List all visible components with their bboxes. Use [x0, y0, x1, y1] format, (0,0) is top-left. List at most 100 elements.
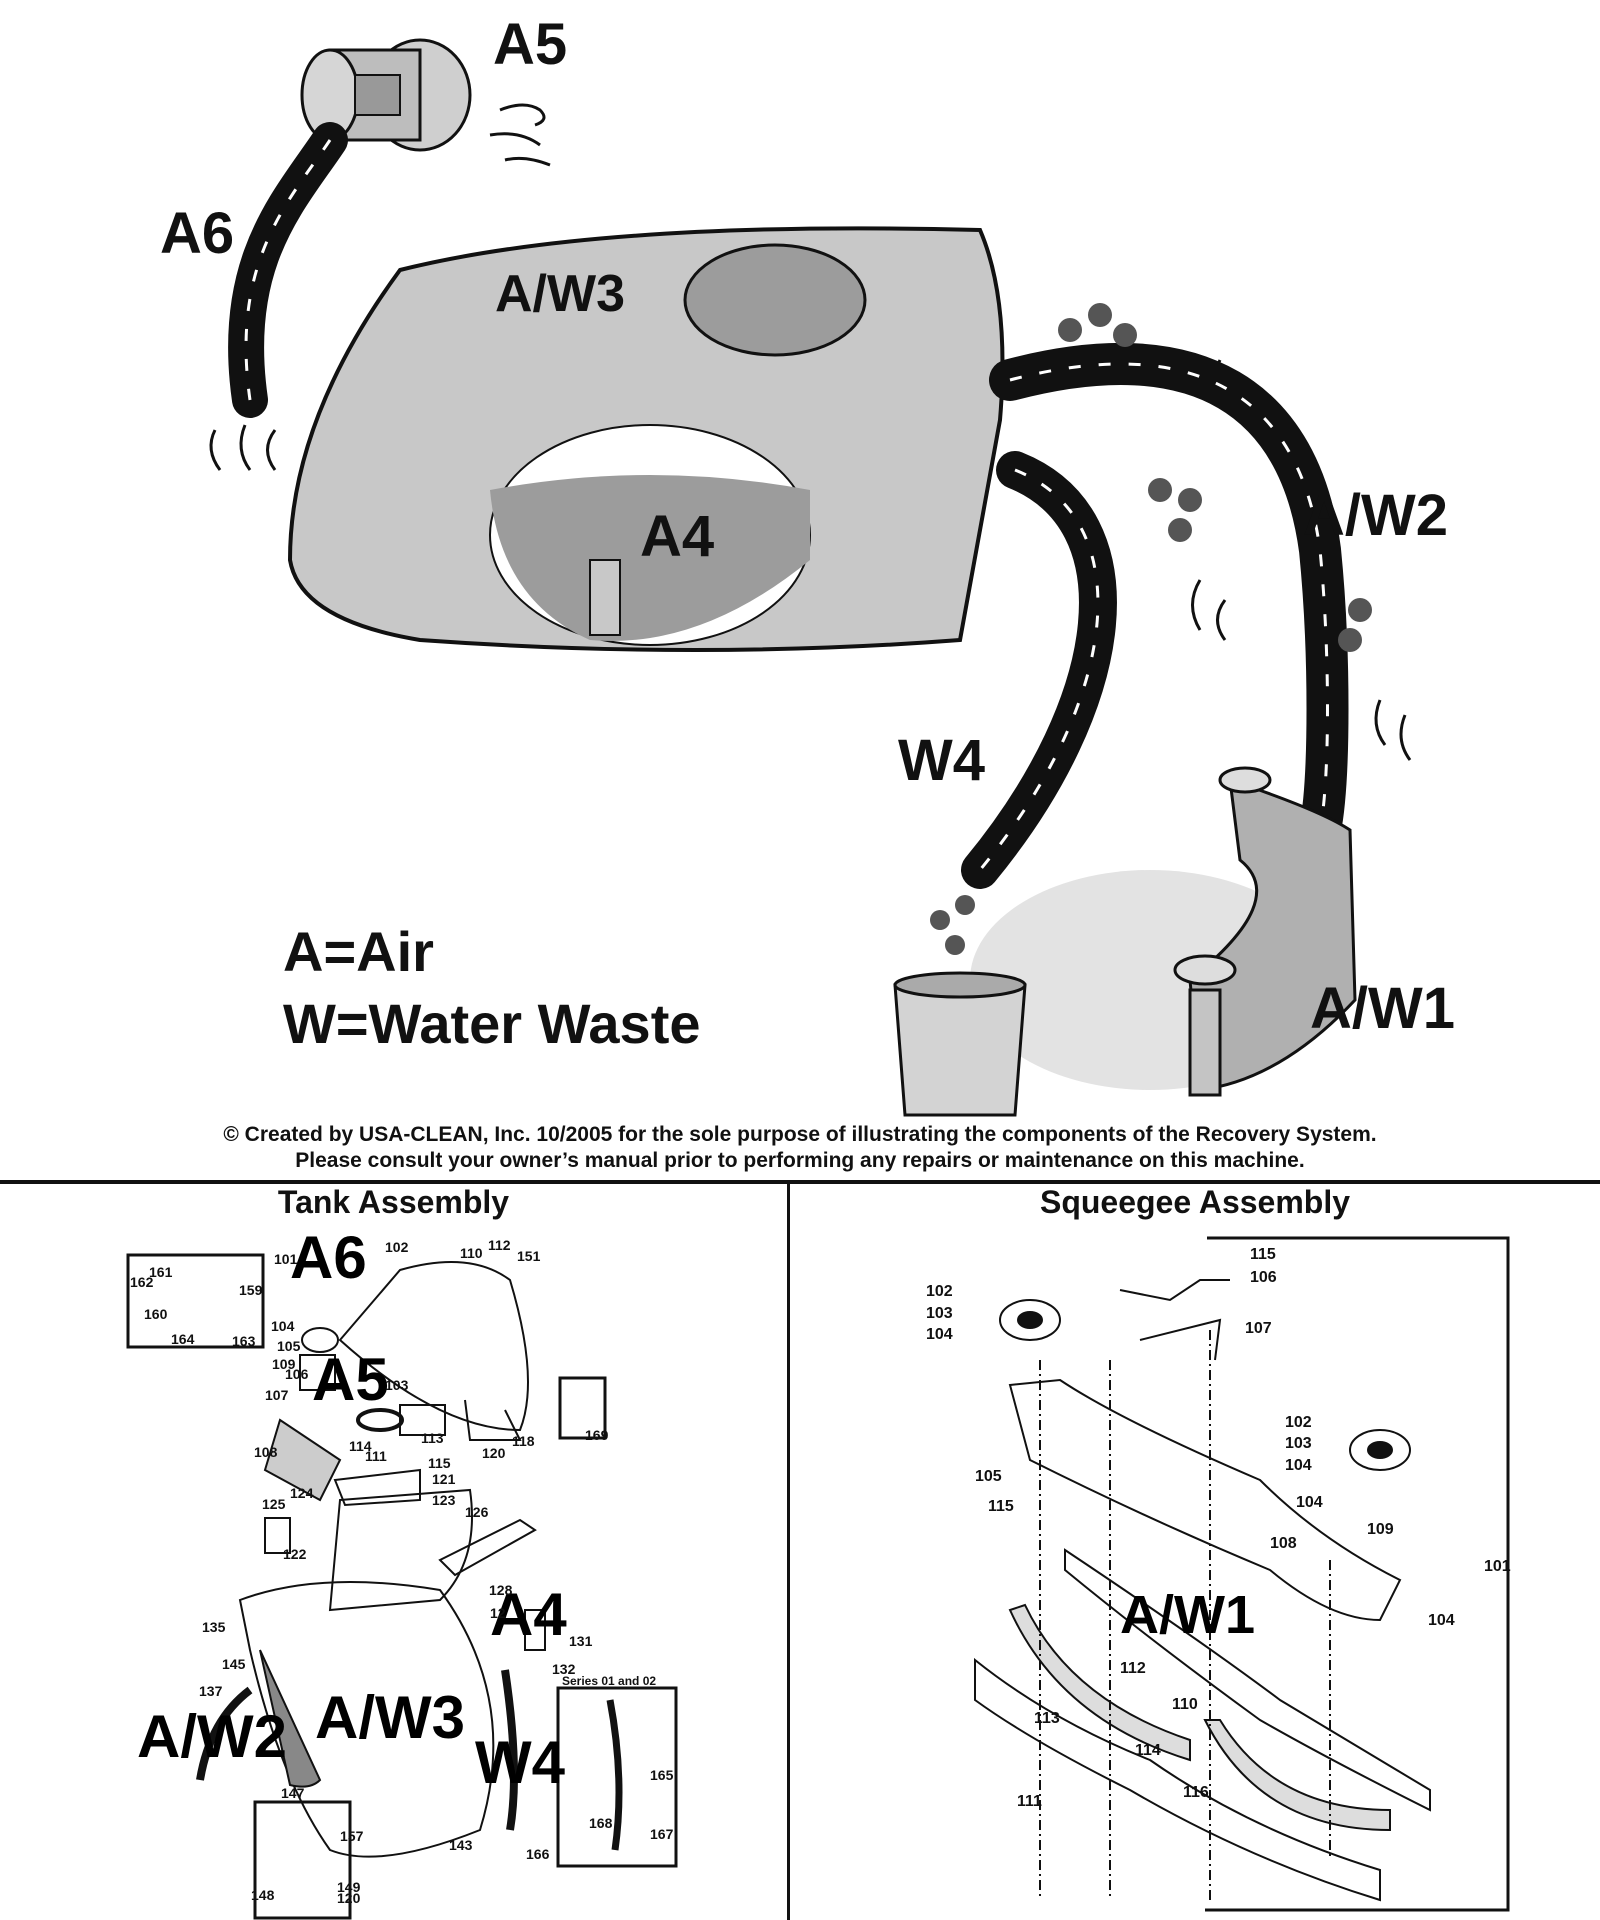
- part-103-left: 103: [926, 1305, 953, 1322]
- part-113: 113: [421, 1430, 444, 1446]
- credit-line-1: © Created by USA-CLEAN, Inc. 10/2005 for…: [223, 1123, 1377, 1146]
- part-166: 166: [526, 1846, 550, 1862]
- part-114: 114: [349, 1438, 372, 1454]
- part-120: 120: [482, 1445, 506, 1461]
- part-123: 123: [432, 1492, 456, 1508]
- part-131: 131: [569, 1633, 593, 1649]
- overlay-label-a6: A6: [290, 1224, 367, 1291]
- part-164: 164: [171, 1331, 195, 1347]
- overlay-label-a4: A4: [490, 1581, 567, 1648]
- part-103-right: 103: [1285, 1435, 1312, 1452]
- part-125: 125: [262, 1496, 286, 1512]
- part-124: 124: [290, 1485, 314, 1501]
- part-108: 108: [254, 1444, 278, 1460]
- label-aw1: A/W1: [1310, 976, 1455, 1041]
- part-116: 116: [1183, 1784, 1209, 1801]
- part-115: 115: [428, 1455, 451, 1471]
- part-129: 12: [490, 1605, 506, 1621]
- credit-line-2: Please consult your owner’s manual prior…: [295, 1149, 1305, 1172]
- part-102-right: 102: [1285, 1414, 1312, 1431]
- recovery-tank-drawing: [287, 226, 1005, 652]
- part-103: 103: [385, 1377, 409, 1393]
- part-109: 109: [1367, 1521, 1394, 1538]
- part-111: 111: [1017, 1793, 1042, 1810]
- part-169: 169: [585, 1427, 609, 1443]
- overlay-label-aw1: A/W1: [1120, 1585, 1255, 1645]
- part-118: 118: [512, 1433, 535, 1449]
- part-106: 106: [285, 1366, 309, 1382]
- overlay-label-w4: W4: [475, 1729, 565, 1796]
- part-157: 157: [340, 1828, 364, 1844]
- part-147: 147: [281, 1785, 305, 1801]
- overlay-label-aw2: A/W2: [137, 1703, 287, 1770]
- illustration-artwork: [209, 38, 1412, 1117]
- part-104: 104: [271, 1318, 295, 1334]
- part-102-left: 102: [926, 1283, 953, 1300]
- legend-air: A=Air: [283, 920, 434, 983]
- part-126: 126: [465, 1504, 489, 1520]
- part-165: 165: [650, 1767, 674, 1783]
- part-145: 145: [222, 1656, 246, 1672]
- overlay-label-aw3: A/W3: [315, 1684, 465, 1751]
- part-121: 121: [432, 1471, 456, 1487]
- part-122: 122: [283, 1546, 307, 1562]
- label-w4: W4: [898, 728, 985, 793]
- part-137: 137: [199, 1683, 223, 1699]
- part-105: 105: [975, 1468, 1002, 1485]
- part-115-top: 115: [1250, 1246, 1276, 1263]
- tank-assembly-title: Tank Assembly: [277, 1184, 510, 1220]
- legend-water: W=Water Waste: [283, 992, 701, 1055]
- part-106: 106: [1250, 1269, 1277, 1286]
- part-163: 163: [232, 1333, 256, 1349]
- part-111: 111: [365, 1448, 387, 1464]
- label-aw2: A/W2: [1303, 483, 1448, 548]
- vacuum-motor-drawing: [300, 38, 472, 152]
- part-148: 148: [251, 1887, 275, 1903]
- part-112: 112: [1120, 1660, 1146, 1677]
- part-102: 102: [385, 1239, 409, 1255]
- part-120-inset: 120: [337, 1890, 361, 1906]
- part-110: 110: [1172, 1696, 1198, 1713]
- part-101: 101: [1484, 1558, 1511, 1575]
- part-105: 105: [277, 1338, 301, 1354]
- part-135: 135: [202, 1619, 226, 1635]
- water-droplets: [930, 303, 1372, 955]
- squeegee-assembly-title: Squeegee Assembly: [1039, 1184, 1351, 1220]
- part-107: 107: [265, 1387, 289, 1403]
- part-151: 151: [517, 1248, 541, 1264]
- part-108: 108: [1270, 1535, 1297, 1552]
- part-149: 149: [337, 1879, 361, 1895]
- hose-aw2: [989, 343, 1349, 851]
- tank-assembly-artwork: [126, 1253, 678, 1920]
- label-aw3: A/W3: [495, 265, 625, 323]
- part-160: 160: [144, 1306, 168, 1322]
- part-168: 168: [589, 1815, 613, 1831]
- part-104-mid: 104: [1296, 1494, 1323, 1511]
- hose-a6: [228, 122, 348, 418]
- part-110: 110: [460, 1245, 483, 1261]
- part-101: 101: [274, 1251, 298, 1267]
- inset-title-series: Series 01 and 02: [562, 1674, 657, 1688]
- part-114: 114: [1135, 1742, 1161, 1759]
- part-143: 143: [449, 1837, 473, 1853]
- vertical-divider: [787, 1182, 790, 1920]
- part-104-right: 104: [1285, 1457, 1312, 1474]
- part-107: 107: [1245, 1320, 1272, 1337]
- part-104-far: 104: [1428, 1612, 1455, 1629]
- part-161: 161: [149, 1264, 173, 1280]
- label-a4: A4: [640, 504, 715, 569]
- part-112: 112: [488, 1237, 511, 1253]
- label-a5: A5: [493, 12, 568, 77]
- part-162: 162: [130, 1274, 154, 1290]
- part-115-left: 115: [988, 1498, 1014, 1515]
- part-113: 113: [1034, 1710, 1060, 1727]
- overlay-label-a5: A5: [312, 1346, 389, 1413]
- part-128: 128: [489, 1582, 513, 1598]
- part-159: 159: [239, 1282, 263, 1298]
- part-167: 167: [650, 1826, 674, 1842]
- part-132: 132: [552, 1661, 576, 1677]
- label-a6: A6: [160, 201, 235, 266]
- horizontal-divider: [0, 1180, 1600, 1184]
- part-104-left: 104: [926, 1326, 953, 1343]
